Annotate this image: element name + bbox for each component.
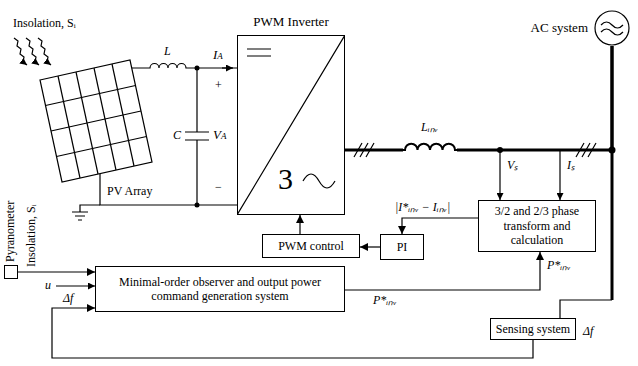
sensor-box: Pyranometer	[4, 265, 18, 279]
pv-cell-line	[57, 137, 147, 157]
junction-dot	[497, 147, 503, 153]
pv-cell-line	[51, 111, 141, 131]
ground-symbol	[72, 205, 100, 220]
current-arrow	[222, 67, 233, 68]
dc-inductor-wire	[132, 64, 237, 68]
inverter-box: PWM Inverter3	[237, 35, 345, 215]
signal-label: Δf	[582, 324, 594, 338]
junction-dot	[609, 147, 616, 154]
node-label: PWM Inverter	[226, 14, 356, 30]
sunlight-arrow	[14, 38, 27, 65]
inductor-gap	[403, 138, 457, 154]
signal-label: Iₛ	[566, 158, 576, 172]
process-box: Sensing system	[490, 318, 576, 340]
process-box: Minimal-order observer and output power …	[95, 266, 345, 312]
signal-connector	[360, 246, 380, 247]
process-box: PWM control	[262, 234, 360, 258]
signal-label: PV Array	[106, 184, 153, 198]
three-phase-ticks	[576, 143, 596, 157]
connector-label: Insolation, Sᵢ	[24, 203, 38, 268]
capacitor-symbol	[185, 68, 209, 205]
signal-label: L	[163, 44, 172, 58]
pv-cell-line	[46, 86, 136, 106]
signal-label: Vₛ	[506, 158, 519, 172]
pv-panel-outline	[40, 60, 152, 182]
voltage-sense-arrow	[499, 150, 500, 200]
node-label: AC system	[531, 20, 588, 36]
sensing-tap-wire	[560, 300, 612, 318]
signal-label: Lᵢₙᵥ	[420, 120, 439, 134]
node-label: Minimal-order observer and output power …	[100, 275, 340, 304]
node-label: Sensing system	[496, 322, 570, 336]
signal-connector	[52, 308, 533, 358]
connector-label: P*ᵢₙᵥ	[372, 293, 398, 307]
sunlight-arrow	[26, 38, 39, 65]
signal-connector	[402, 218, 478, 234]
input-arrow	[56, 285, 95, 286]
node-label: 3/2 and 2/3 phase transform and calculat…	[483, 204, 591, 247]
signal-connector	[345, 252, 540, 290]
signal-label: VA	[212, 128, 227, 143]
ac-source-circle: AC system	[594, 10, 630, 46]
pv-cell-grid	[46, 64, 147, 178]
signal-label: −	[214, 180, 223, 194]
node-label: PWM control	[278, 239, 344, 253]
node-glyph-label: 3	[278, 162, 293, 196]
junction-dot	[195, 66, 200, 71]
sine-glyph	[601, 22, 623, 35]
ac-inductor-symbol	[400, 144, 460, 150]
dc-return-wire	[100, 174, 237, 205]
signal-connector	[299, 215, 300, 234]
signal-label: Insolation, Sᵢ	[12, 16, 77, 30]
signal-label: P*ᵢₙᵥ	[546, 258, 572, 272]
ac-source-outline	[595, 11, 629, 45]
ac-bus	[611, 46, 614, 300]
three-phase-ticks	[354, 143, 374, 157]
connector-label: Δf	[62, 291, 74, 305]
current-sense-arrow	[559, 150, 560, 200]
inverter-glyph	[237, 35, 345, 215]
ac-source-symbol	[594, 10, 630, 46]
sunlight-arrow	[38, 38, 51, 65]
process-box: 3/2 and 2/3 phase transform and calculat…	[478, 200, 596, 252]
signal-label: u	[44, 278, 52, 292]
node-label: Pyranometer	[3, 201, 18, 262]
power-line	[345, 46, 612, 150]
signal-label: IA	[212, 48, 224, 63]
junction-dot	[195, 203, 200, 208]
signal-label: C	[172, 128, 182, 142]
node-label: PI	[397, 240, 408, 254]
signal-connector	[18, 271, 95, 272]
signal-label: +	[214, 78, 223, 92]
connector-label: |I*ᵢₙᵥ − Iᵢₙᵥ|	[394, 200, 451, 214]
controller-box: PI	[380, 234, 424, 260]
